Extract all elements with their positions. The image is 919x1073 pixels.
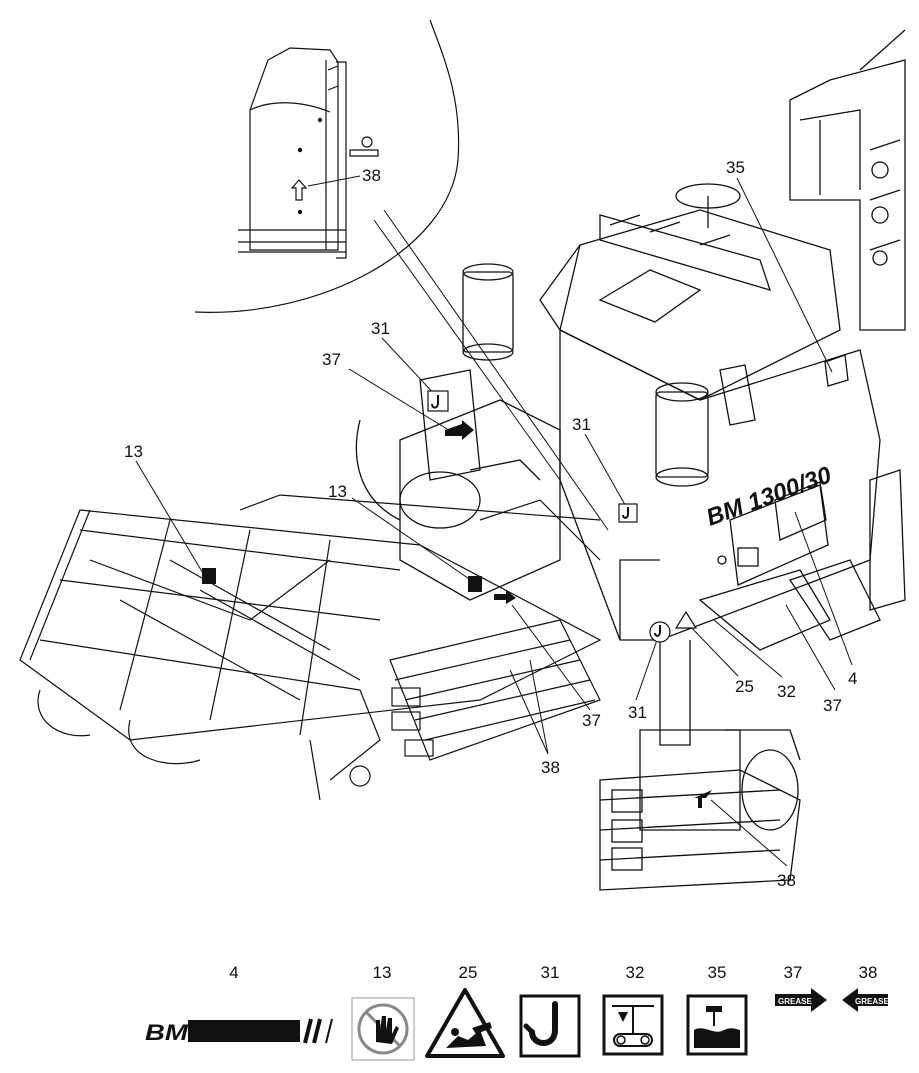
- callout-13-mid: 13: [328, 482, 347, 501]
- callout-leaders: [135, 177, 853, 867]
- lifting-hook-icon: [618, 503, 638, 523]
- callouts: 38 31 37 31 35 13 13 31 25 32 37 4 37 38…: [124, 158, 857, 890]
- no-hand-decal: [202, 568, 482, 592]
- no-hand-prohibition-icon: [351, 997, 415, 1061]
- lifting-hook-icon: [649, 621, 671, 643]
- callout-38-right: 38: [777, 871, 796, 890]
- grease-arrow-icon: [445, 420, 516, 604]
- legend-number-37: 37: [784, 963, 803, 982]
- callout-37-low: 37: [582, 711, 601, 730]
- callout-37-top: 37: [322, 350, 341, 369]
- lifting-hook-icon: [427, 390, 449, 412]
- machine-body: [355, 29, 906, 891]
- legend-number-35: 35: [708, 963, 727, 982]
- inset-detail: [194, 19, 460, 313]
- callout-38-low: 38: [541, 758, 560, 777]
- front-frame: [19, 494, 602, 801]
- model-decal: BM 1300/30: [145, 1018, 333, 1045]
- callout-4: 4: [848, 669, 857, 688]
- fuel-tank-icon: [686, 994, 748, 1056]
- legend-decal-38: GREASE: [855, 997, 889, 1006]
- lifting-hook-icon: [519, 994, 581, 1058]
- legend-number-4: 4: [229, 963, 238, 982]
- machine-branding: BM 1300/30: [703, 461, 836, 531]
- legend-number-13: 13: [373, 963, 392, 982]
- warning-triangle-icon: [674, 610, 698, 629]
- callout-31-top: 31: [371, 319, 390, 338]
- grease-arrow-icon: [694, 790, 712, 808]
- legend-decal-4: BM 1300/30: [145, 1020, 296, 1045]
- tie-down-point-icon: [602, 994, 664, 1056]
- legend-number-32: 32: [626, 963, 645, 982]
- machine-decals: [202, 390, 712, 808]
- legend-decal-37: GREASE: [778, 997, 812, 1006]
- callout-32: 32: [777, 682, 796, 701]
- callout-38-inset: 38: [362, 166, 381, 185]
- callout-35: 35: [726, 158, 745, 177]
- crush-warning-triangle-icon: [425, 988, 505, 1058]
- callout-25: 25: [735, 677, 754, 696]
- legend-number-31: 31: [541, 963, 560, 982]
- grease-arrow-right-icon: GREASE: [775, 988, 827, 1012]
- callout-37-right: 37: [823, 696, 842, 715]
- callout-13-left: 13: [124, 442, 143, 461]
- callout-31-mid: 31: [572, 415, 591, 434]
- legend-number-38: 38: [859, 963, 878, 982]
- decal-legend: 4 BM 1300/30 13 25 31: [145, 963, 889, 1061]
- inset-leader-lines: [307, 175, 609, 531]
- callout-31-low: 31: [628, 703, 647, 722]
- legend-number-25: 25: [459, 963, 478, 982]
- grease-arrow-left-icon: GREASE: [842, 988, 889, 1012]
